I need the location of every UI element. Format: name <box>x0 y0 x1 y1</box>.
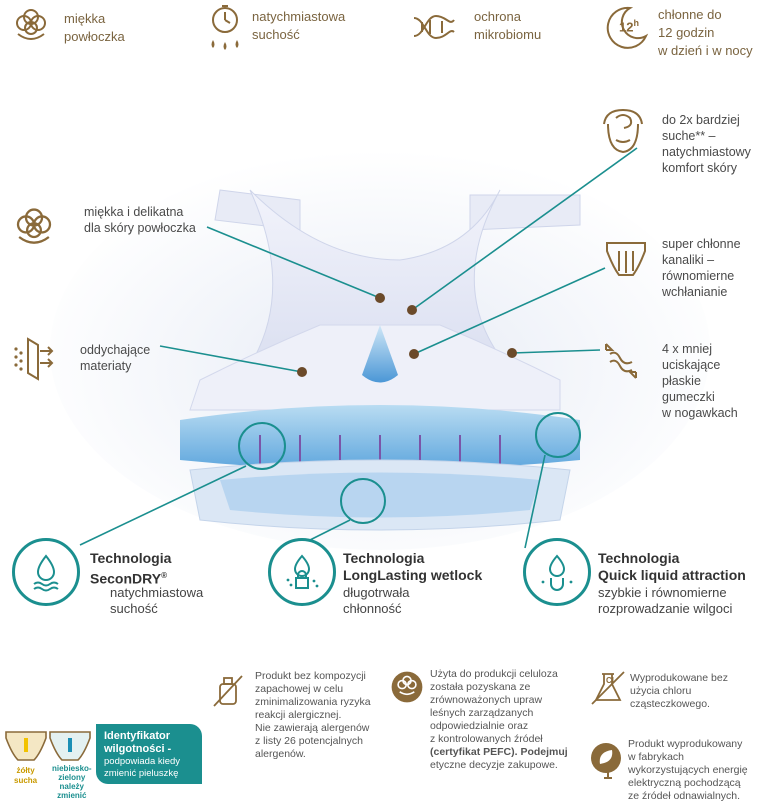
magnifier-seconddry <box>238 422 286 470</box>
feature-instant-dry: natychmiastowa suchość <box>205 4 375 54</box>
magnifier-quick <box>535 412 581 458</box>
moon-12h-icon <box>606 6 649 49</box>
feature-instant-dry-text: natychmiastowa suchość <box>252 9 346 42</box>
quick-title: Technologia Quick liquid attraction <box>598 550 746 583</box>
seconddry-badge <box>12 538 80 606</box>
footer-energy: Produkt wyprodukowany w fabrykach wykorz… <box>628 738 748 802</box>
callout-soft: miękka i delikatna dla skóry powłoczka <box>84 205 196 235</box>
cotton-icon <box>16 9 46 40</box>
registered-mark: ® <box>161 571 167 580</box>
callout-breathable: oddychające materiaty <box>80 343 151 373</box>
no-fragrance-icon <box>213 675 243 707</box>
feature-12h-text: chłonne do 12 godzin w dzień i w nocy <box>658 7 753 58</box>
seconddry-title: Technologia SeconDRY® <box>90 550 171 588</box>
seconddry-sub: natychmiastowa suchość <box>110 585 204 616</box>
dna-icon <box>413 14 455 40</box>
feature-microbiome: ochrona mikrobiomu <box>410 6 542 52</box>
callout-dry: do 2x bardziej suche** – natychmiastowy … <box>662 113 751 175</box>
quick-badge <box>523 538 591 606</box>
baby-face-icon <box>603 108 643 154</box>
badge-unit: h <box>633 18 639 28</box>
callout-channels: super chłonne kanaliki – równomierne wch… <box>662 237 741 299</box>
callout-elastic: 4 x mniej uciskające płaskie gumeczki w … <box>662 342 738 420</box>
feature-12h: 12h chłonne do 12 godzin w dzień i w noc… <box>600 2 760 58</box>
footer-fragrance: Produkt bez kompozycji zapachowej w celu… <box>255 670 371 760</box>
wetness-sub: podpowiada kiedy zmienić pieluszkę <box>104 756 181 779</box>
footer-chlorine: Wyprodukowane bez użycia chloru cząstecz… <box>630 672 728 710</box>
callout-lines <box>79 147 638 549</box>
diaper-yellow-icon <box>5 731 47 761</box>
drop-lock-icon <box>286 554 319 589</box>
chlorine-badge: Cl <box>606 676 614 685</box>
drop-dry-icon <box>33 554 59 592</box>
wetness-box: Identyfikator wilgotności - podpowiada k… <box>96 724 202 784</box>
footer-pulp: Użyta do produkcji celuloza została pozy… <box>430 668 568 772</box>
drop-magnet-icon <box>541 554 573 591</box>
badge-number: 12 <box>619 19 634 35</box>
cotton-icon <box>391 671 423 703</box>
feature-soft: miękka powłoczka <box>10 6 170 52</box>
moon-badge: 12h <box>619 18 639 34</box>
longlasting-title: Technologia LongLasting wetlock <box>343 550 483 583</box>
renewable-energy-icon <box>591 743 621 779</box>
feature-soft-text: miękka powłoczka <box>64 11 125 44</box>
no-chlorine-icon <box>591 671 625 705</box>
elastic-icon <box>605 343 637 379</box>
quick-sub: szybkie i równomierne rozprowadzanie wil… <box>598 585 733 616</box>
feature-microbiome-text: ochrona mikrobiomu <box>474 9 542 42</box>
wetness-title: Identyfikator wilgotności - <box>104 730 172 755</box>
footer-pulp-end: etyczne decyzje zakupowe. <box>430 759 558 771</box>
seconddry-title-text: Technologia SeconDRY <box>90 550 172 587</box>
diaper-blue-icon <box>49 731 91 761</box>
breathable-icon <box>14 337 54 381</box>
cotton-icon <box>16 208 52 244</box>
footer-pulp-text: Użyta do produkcji celuloza została pozy… <box>430 668 558 745</box>
longlasting-badge <box>268 538 336 606</box>
label-green: niebiesko- zielony należy zmienić <box>52 764 92 800</box>
magnifier-longlasting <box>340 478 386 524</box>
longlasting-sub: długotrwała chłonność <box>343 585 410 616</box>
stopwatch-icon <box>211 5 239 50</box>
diaper-icon <box>606 242 646 276</box>
label-yellow: żółty sucha <box>14 766 38 785</box>
footer-pulp-bold: (certyfikat PEFC). Podejmuj <box>430 746 568 758</box>
